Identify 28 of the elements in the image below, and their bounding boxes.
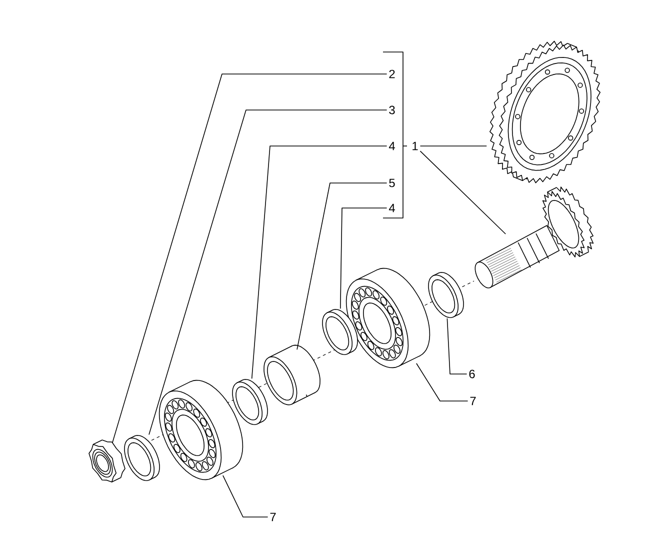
washer-drawing — [428, 272, 464, 318]
leader-line — [222, 475, 268, 518]
bearing-drawing — [346, 268, 430, 368]
washer-drawing — [232, 379, 268, 425]
callout-number: 6 — [469, 370, 475, 378]
leader-line — [112, 74, 388, 443]
ring-gear-drawing — [490, 40, 600, 184]
callout-number: 2 — [389, 70, 395, 78]
leader-line — [148, 110, 388, 435]
callout-number: 3 — [389, 106, 395, 114]
leader-line — [420, 150, 506, 234]
callout-number: 7 — [470, 396, 476, 406]
leader-line — [251, 146, 388, 379]
callout-number: 5 — [389, 178, 395, 188]
callout-number: 7 — [270, 512, 276, 522]
pinion-shaft-drawing — [474, 186, 594, 288]
washer-drawing — [124, 435, 160, 481]
callout-number: 1 — [412, 142, 418, 150]
leader-line — [416, 363, 468, 402]
leader-line — [296, 182, 388, 350]
callout-number: 4 — [388, 142, 395, 150]
spacer-drawing — [264, 344, 320, 406]
leader-line — [340, 208, 388, 309]
nut-drawing — [88, 440, 126, 482]
bearing-drawing — [158, 380, 244, 480]
callout-number: 4 — [388, 204, 395, 212]
washer-drawing — [322, 309, 358, 355]
leader-line — [446, 318, 468, 374]
